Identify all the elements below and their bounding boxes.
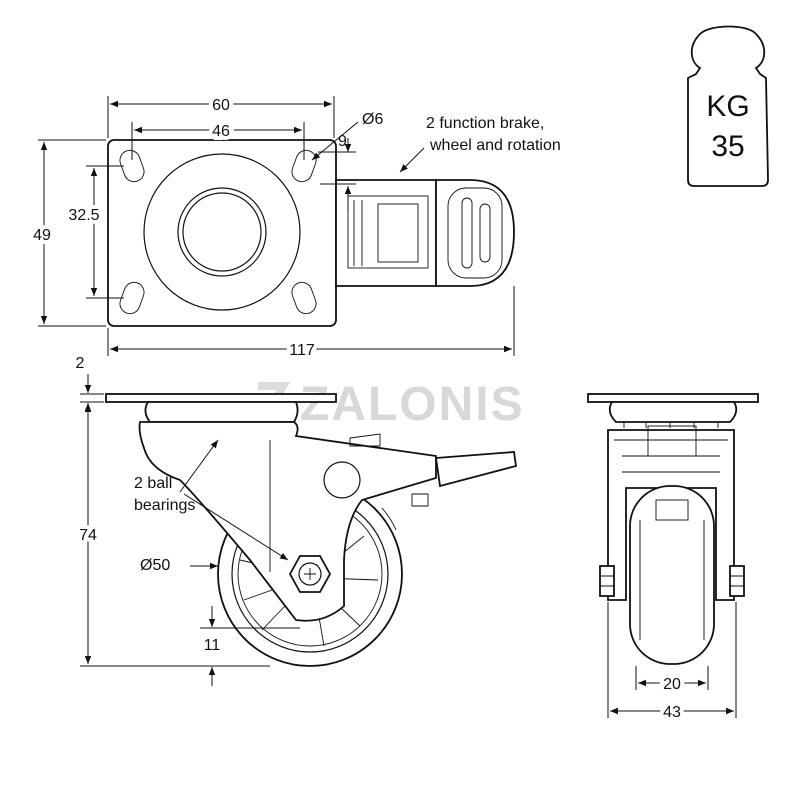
bearing-note-line2: bearings	[134, 497, 195, 514]
front-plate	[587, 393, 759, 403]
top-view: 60 46 Ø6 9 2 function brake, wheel and r…	[29, 93, 561, 363]
leader-line	[311, 121, 359, 161]
brake-edge	[353, 200, 363, 266]
brake-box	[647, 425, 697, 457]
dim-width-holes: 46	[212, 123, 230, 140]
brake-pedal	[435, 179, 515, 287]
dim-height: 74	[79, 527, 97, 544]
nut-facets	[600, 575, 744, 587]
load-unit: KG	[706, 90, 749, 123]
dim-hole-dia: Ø6	[362, 111, 383, 128]
mount-slot	[119, 149, 145, 183]
brake-spring	[381, 507, 397, 531]
dim-width: 43	[663, 704, 681, 721]
axle-nut-left	[599, 565, 615, 597]
side-view: 2 74 Ø50 11 2 ball bearings	[75, 355, 518, 686]
dim-total-length: 117	[289, 342, 315, 359]
front-bearings	[623, 422, 719, 428]
brake-pedal	[434, 451, 518, 488]
pedal-rib	[479, 203, 491, 263]
pedal-rib	[461, 197, 473, 269]
dim-height-outer: 49	[33, 227, 51, 244]
mount-slot	[291, 149, 317, 183]
swivel-ring-outer	[143, 153, 301, 311]
front-fork	[607, 429, 735, 601]
brake-latch	[411, 493, 429, 507]
leader-line	[183, 493, 289, 561]
load-badge: KG 35	[687, 25, 769, 187]
brake-note-line1: 2 function brake,	[426, 115, 544, 132]
brake-pivot	[323, 461, 361, 499]
bearing-note-line1: 2 ball	[134, 475, 172, 492]
wheel-hub-lines	[639, 520, 705, 640]
dim-height-holes: 32.5	[68, 207, 99, 224]
brake-block	[347, 195, 429, 269]
dim-tread: 20	[663, 676, 681, 693]
axle-nut-right	[729, 565, 745, 597]
brake-note-line2: wheel and rotation	[429, 137, 561, 154]
swivel-ring-inner	[182, 192, 262, 272]
side-plate	[105, 393, 337, 403]
swivel-ring-middle	[177, 187, 267, 277]
front-swivel-head	[608, 401, 738, 423]
dim-width-outer: 60	[212, 97, 230, 114]
mount-slot	[291, 281, 317, 315]
wheel-tread-detail	[655, 499, 689, 521]
dim-plate: 2	[76, 355, 85, 372]
dim-wheel-dia: Ø50	[140, 557, 170, 574]
axle-bolt-cross	[304, 568, 316, 580]
front-wheel	[629, 485, 715, 665]
swivel-head	[144, 401, 299, 423]
front-view: 20 43	[587, 393, 759, 725]
dim-offset: 11	[204, 637, 221, 654]
fork	[138, 421, 437, 622]
brake-tab	[349, 433, 381, 447]
load-value: 35	[711, 130, 744, 163]
weight-icon	[687, 25, 769, 187]
leader-line	[399, 147, 425, 173]
watermark-text: ZALONIS	[300, 378, 525, 431]
brake-pedal-inner	[447, 187, 503, 279]
axle-bolt	[298, 562, 322, 586]
dim-hole-offset: 9	[338, 133, 347, 150]
leader-line	[179, 439, 219, 493]
brake-block-inner	[377, 203, 419, 263]
mount-slot	[119, 281, 145, 315]
